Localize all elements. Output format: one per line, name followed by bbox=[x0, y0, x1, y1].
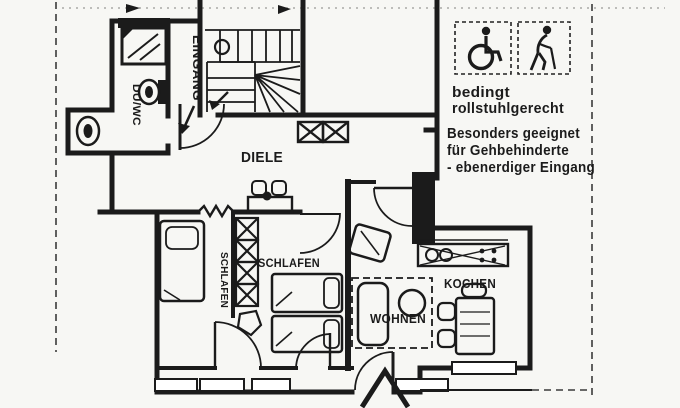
bathroom-fixtures bbox=[75, 18, 170, 147]
room-label-du-wc: DU/WC bbox=[130, 84, 142, 126]
room-label-diele: DIELE bbox=[241, 150, 283, 166]
north-tick-icon bbox=[278, 5, 291, 14]
carpet-dashed bbox=[351, 277, 433, 349]
person-with-cane-icon bbox=[529, 25, 557, 71]
window bbox=[199, 378, 245, 392]
bed-double-upper bbox=[270, 272, 344, 314]
kitchen-fixtures bbox=[416, 239, 510, 356]
boundary-dashed-lines bbox=[55, 2, 665, 400]
wardrobe-bedroom bbox=[234, 216, 263, 337]
burner bbox=[479, 248, 485, 254]
legend-box bbox=[517, 21, 571, 75]
door-arc bbox=[214, 321, 262, 369]
entrance-arrow-icon bbox=[178, 105, 196, 134]
window bbox=[251, 378, 291, 392]
sofa bbox=[356, 281, 390, 347]
sink-basin bbox=[439, 248, 453, 262]
section-arrow-icon bbox=[359, 366, 411, 408]
stair-direction-arrow-icon bbox=[209, 100, 220, 110]
kitchen-door-arc bbox=[373, 187, 413, 227]
room-label-wohnen: WOHNEN bbox=[370, 312, 426, 326]
wall-break-zigzag bbox=[197, 203, 235, 219]
legend-note-line3: - ebenerdiger Eingang bbox=[447, 160, 595, 176]
staircase bbox=[205, 29, 301, 113]
pillow bbox=[323, 319, 340, 349]
bed-double-lower bbox=[270, 314, 344, 354]
chair-icon bbox=[436, 301, 457, 322]
chair-icon bbox=[236, 309, 263, 337]
legend-box bbox=[454, 21, 512, 75]
wall-fill bbox=[118, 18, 170, 28]
burner bbox=[491, 248, 497, 254]
room-label-kochen: KOCHEN bbox=[444, 276, 496, 291]
wardrobe-hall bbox=[296, 120, 350, 144]
legend-note-line2: für Gehbehinderte bbox=[447, 143, 569, 159]
armchair-round bbox=[397, 288, 427, 318]
sink-basin bbox=[425, 248, 439, 262]
window bbox=[154, 378, 198, 392]
duct-block bbox=[412, 172, 435, 244]
chair-icon bbox=[436, 328, 457, 349]
armchair-tilted bbox=[348, 223, 392, 263]
legend-caption-line1: bedingt bbox=[452, 85, 510, 101]
hall-desk bbox=[246, 180, 294, 215]
terrace-door-arc bbox=[354, 351, 394, 391]
sink-icon bbox=[75, 115, 101, 147]
room-labels: DIELE EINGANG DU/WC SCHLAFEN SCHLAFEN WO… bbox=[130, 35, 496, 326]
window bbox=[451, 361, 517, 375]
pillow bbox=[165, 226, 199, 250]
burner bbox=[491, 257, 497, 263]
counter bbox=[416, 242, 510, 268]
shower-icon bbox=[120, 26, 168, 66]
toilet-icon bbox=[137, 78, 168, 106]
entrance-door-arc bbox=[179, 103, 225, 149]
accessibility-legend: bedingt rollstuhlgerecht Besonders geeig… bbox=[447, 21, 595, 176]
wheelchair-icon bbox=[467, 26, 503, 71]
pillow bbox=[323, 277, 340, 309]
room-label-schlafen-right: SCHLAFEN bbox=[258, 258, 320, 270]
legend-caption-line2: rollstuhlgerecht bbox=[452, 101, 564, 117]
bed-single bbox=[158, 219, 206, 303]
chair-icon bbox=[460, 282, 488, 299]
livingroom-furniture bbox=[348, 223, 433, 349]
beds bbox=[158, 219, 344, 354]
burner bbox=[479, 257, 485, 263]
bedroom-door-arc bbox=[299, 212, 341, 254]
room-label-schlafen-left: SCHLAFEN bbox=[218, 252, 230, 308]
legend-note-line1: Besonders geeignet bbox=[447, 126, 580, 142]
north-tick-icon bbox=[126, 4, 140, 13]
room-label-eingang: EINGANG bbox=[190, 35, 205, 101]
